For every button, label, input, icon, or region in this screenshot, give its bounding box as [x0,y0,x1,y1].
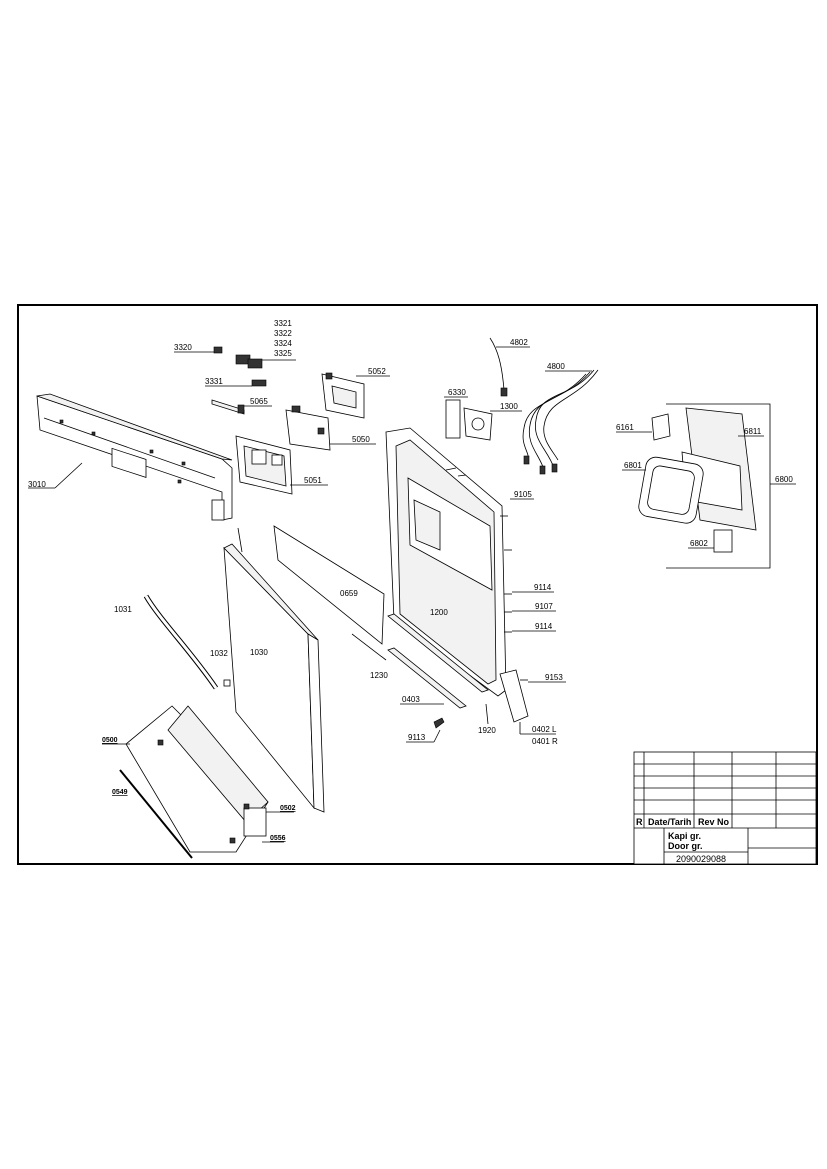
label-9114-upper: 9114 [534,583,552,592]
label-6802: 6802 [690,539,708,548]
label-1200: 1200 [430,608,448,617]
label-1031: 1031 [114,605,132,614]
housing-5051 [235,435,293,495]
label-9107: 9107 [535,602,553,611]
part-3331-shape [251,379,267,387]
inner-door-1200 [385,427,507,697]
label-9153: 9153 [545,673,563,682]
label-5050: 5050 [352,435,370,444]
document-number: 2090029088 [676,854,726,864]
outer-door-1030 [223,527,325,813]
strip-0549 [119,769,193,859]
label-3324: 3324 [274,339,292,348]
label-3322: 3322 [274,329,292,338]
label-1032: 1032 [210,649,228,658]
label-0401R: 0401 R [532,737,558,746]
cable-4802 [489,337,505,391]
title-block [633,751,817,865]
label-6801: 6801 [624,461,642,470]
part-3322-shape [247,358,263,369]
strip-1920 [387,613,489,693]
label-6330: 6330 [448,388,466,397]
wiring-harness-4800 [522,369,599,475]
part-9113-shape [433,717,445,729]
label-3320: 3320 [174,343,192,352]
insulation-0659 [273,525,385,645]
label-1030: 1030 [250,648,268,657]
part-3320-shape [213,346,223,354]
label-1300: 1300 [500,402,518,411]
dispenser-group-6800 [638,403,771,569]
label-4800: 4800 [547,362,565,371]
label-6811: 6811 [744,427,762,436]
label-6161: 6161 [616,423,634,432]
label-3321: 3321 [274,319,292,328]
door-lock-1300 [445,399,493,441]
title-name-en: Door gr. [668,841,703,851]
label-9113: 9113 [408,733,426,742]
drawing-border [17,304,818,865]
label-6800: 6800 [775,475,793,484]
label-3325: 3325 [274,349,292,358]
label-0556: 0556 [270,835,286,842]
strip-0403 [387,647,467,709]
title-col-date: Date/Tarih [648,817,691,827]
label-0403: 0403 [402,695,420,704]
bracket-5052 [321,372,365,419]
part-5065-shape [211,399,245,415]
label-4802: 4802 [510,338,528,347]
label-1230: 1230 [370,671,388,680]
seal-1230 [351,633,387,661]
label-0500: 0500 [102,737,118,744]
title-name-tr: Kapi gr. [668,831,701,841]
label-3010: 3010 [28,480,46,489]
label-9105: 9105 [514,490,532,499]
label-5065: 5065 [250,397,268,406]
label-0659: 0659 [340,589,358,598]
label-1920: 1920 [478,726,496,735]
kickplate-0500 [125,705,269,853]
label-5051: 5051 [304,476,322,485]
label-0549: 0549 [112,789,128,796]
label-0502: 0502 [280,805,296,812]
label-5052: 5052 [368,367,386,376]
hinge-0401-0402 [499,669,529,723]
label-3331: 3331 [205,377,223,386]
title-col-r: R [636,817,643,827]
title-col-rev: Rev No [698,817,730,827]
pcb-5050 [285,405,331,451]
label-9114-lower: 9114 [535,622,553,631]
control-panel-3010 [36,393,233,521]
screws [445,467,528,681]
label-0402L: 0402 L [532,725,557,734]
